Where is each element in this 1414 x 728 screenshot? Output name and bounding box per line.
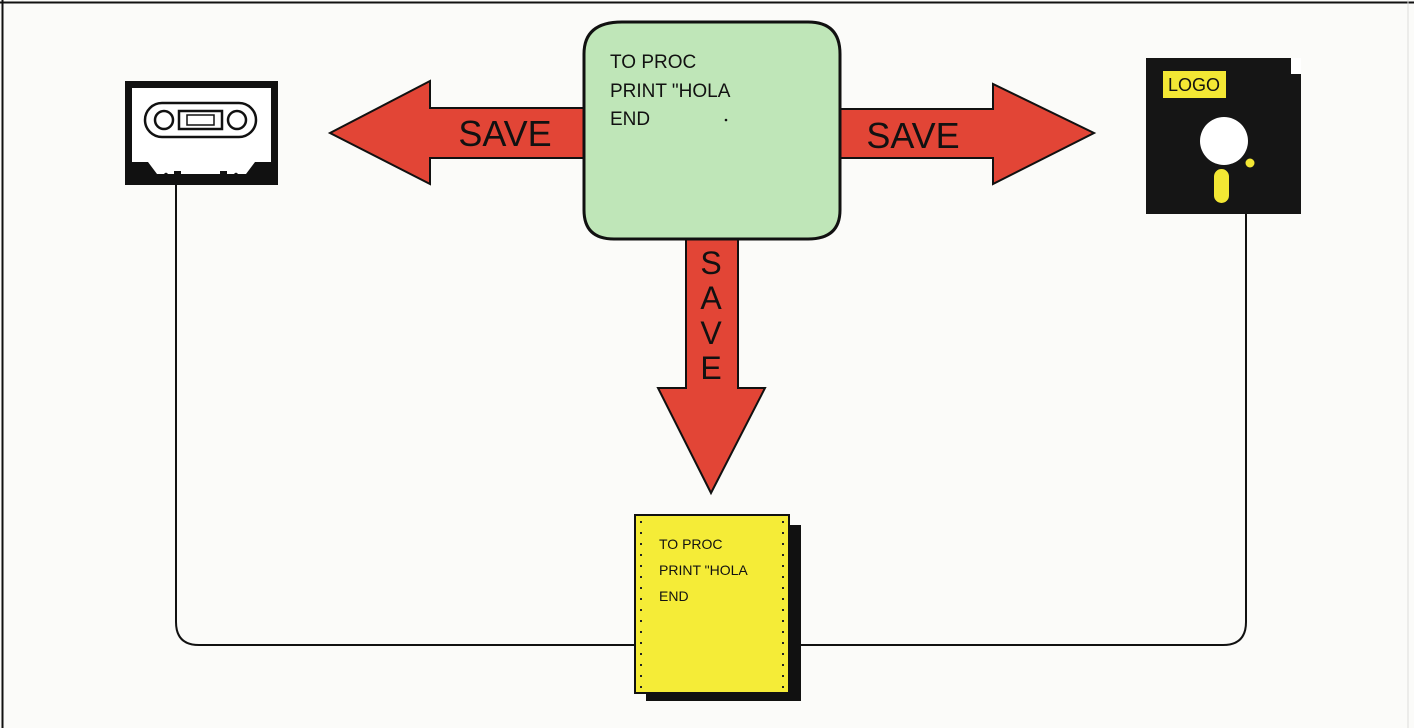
printout-line-2: PRINT "HOLA [659, 562, 748, 578]
cassette-hole-square-right [220, 171, 227, 178]
save-right-arrow: SAVE [828, 82, 1097, 186]
cassette-bottom-strip [148, 162, 255, 174]
cassette-tape-icon [125, 81, 278, 185]
save-left-arrow: SAVE [327, 79, 591, 186]
monitor-screen: TO PROC PRINT "HOLA END [582, 20, 842, 241]
printout-icon: TO PROC PRINT "HOLA END [634, 514, 801, 701]
down-arrow-letter-s: S [700, 245, 721, 281]
floppy-label-text: LOGO [1168, 75, 1220, 95]
cassette-hole-square-left [174, 171, 181, 178]
cassette-hole-left [163, 172, 169, 178]
right-arrow-shape [828, 82, 1097, 186]
down-arrow-letter-v: V [700, 315, 722, 351]
save-down-arrow: S A V E [656, 237, 767, 496]
disk-to-printout-connector [789, 214, 1247, 646]
floppy-label [1163, 71, 1226, 98]
screen-line-2: PRINT "HOLA [610, 81, 731, 102]
down-arrow-shape [656, 237, 767, 496]
floppy-disk-icon: LOGO [1146, 58, 1301, 214]
right-arrow-label: SAVE [866, 115, 959, 156]
left-arrow-label: SAVE [458, 113, 551, 154]
cassette-to-printout-connector [175, 182, 635, 646]
screen-line-1: TO PROC [610, 52, 696, 73]
floppy-right-strip [1291, 80, 1301, 214]
cassette-reel-left [153, 109, 175, 131]
screen-dot [724, 118, 728, 122]
cassette-tape-window [186, 114, 215, 126]
down-arrow-letter-e: E [700, 350, 721, 386]
cassette-reel-right [226, 109, 248, 131]
floppy-notch-top [1291, 58, 1301, 74]
floppy-hub [1200, 117, 1248, 165]
printout-line-1: TO PROC [659, 536, 723, 552]
printout-line-3: END [659, 588, 689, 604]
down-arrow-letter-a: A [700, 280, 722, 316]
floppy-slot [1214, 169, 1229, 203]
screen-panel [582, 20, 842, 241]
floppy-index-hole [1245, 158, 1255, 168]
screen-line-3: END [610, 109, 650, 130]
printout-paper [634, 514, 790, 694]
cassette-hole-right [233, 172, 239, 178]
